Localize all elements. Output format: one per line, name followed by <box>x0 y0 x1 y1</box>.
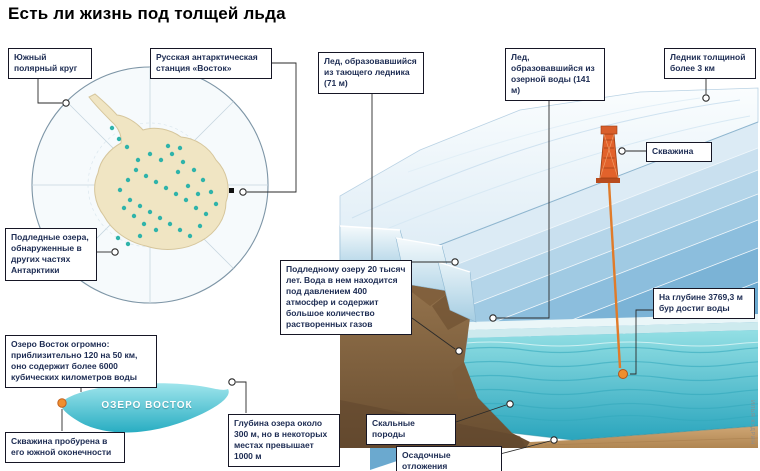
label-subglacial-lakes: Подледные озера, обнаруженные в других ч… <box>5 228 97 282</box>
label-borehole-tip: Скважина пробурена в его южной оконечнос… <box>5 432 125 464</box>
label-drill-depth: На глубине 3769,3 м бур достиг воды <box>653 288 755 320</box>
connector-lines <box>37 62 707 455</box>
borehole-water-dot <box>618 369 628 379</box>
antarctica-continent <box>88 93 229 250</box>
label-vostok-station: Русская антарктическая станция «Восток» <box>150 48 272 80</box>
label-melt-ice: Лед, образовавшийся из тающего ледника (… <box>318 52 424 95</box>
lake-vostok-name: ОЗЕРО ВОСТОК <box>101 400 193 411</box>
author-credit: ИЛЬЯ КУДРИН <box>749 400 755 445</box>
borehole-line <box>607 182 622 369</box>
label-borehole: Скважина <box>646 142 712 163</box>
lake-water <box>464 330 758 440</box>
label-sediments: Осадочные отложения <box>396 446 502 471</box>
callout-markers <box>62 94 710 444</box>
borehole-dot-map <box>57 398 67 408</box>
vostok-station-marker <box>229 188 234 193</box>
label-glacier-thickness: Ледник толщиной более 3 км <box>664 48 756 80</box>
subglacial-lake-dots <box>109 125 219 247</box>
label-lake-facts: Подледному озеру 20 тысяч лет. Вода в не… <box>280 260 412 336</box>
label-lake-depth: Глубина озера около 300 м, но в некоторы… <box>228 414 340 468</box>
label-lake-ice: Лед, образовавшийся из озерной воды (141… <box>505 48 605 102</box>
label-rocks: Скальные породы <box>366 414 456 446</box>
page-title: Есть ли жизнь под толщей льда <box>8 4 286 23</box>
lake-vostok-shape <box>57 383 229 433</box>
label-polar-circle: Южный полярный круг <box>8 48 92 80</box>
label-lake-size: Озеро Восток огромно: приблизительно 120… <box>5 335 157 389</box>
drill-rig <box>596 125 620 183</box>
